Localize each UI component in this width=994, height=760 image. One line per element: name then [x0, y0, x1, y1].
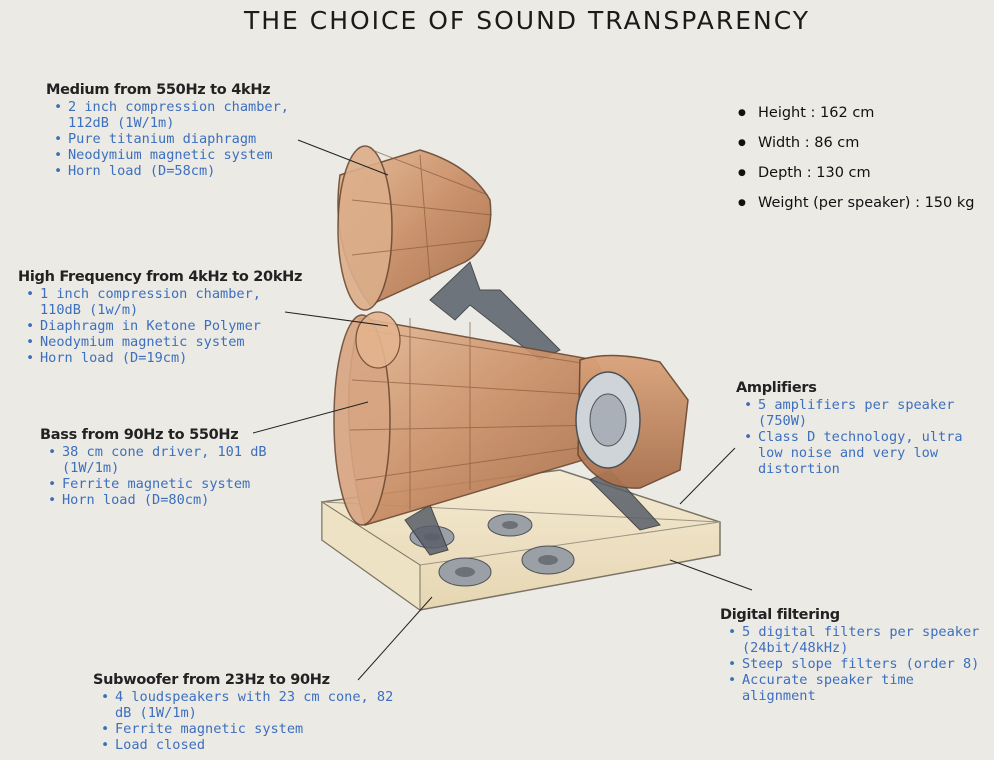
subwoofer-item: 4 loudspeakers with 23 cm cone, 82 dB (1… — [93, 689, 403, 721]
medium-item: Neodymium magnetic system — [46, 147, 306, 163]
specs-list: Height : 162 cm Width : 86 cm Depth : 13… — [736, 98, 974, 218]
medium-item: 2 inch compression chamber, 112dB (1W/1m… — [46, 99, 306, 131]
page-title: THE CHOICE OF SOUND TRANSPARENCY — [243, 6, 811, 35]
bass-item: 38 cm cone driver, 101 dB (1W/1m) — [40, 444, 272, 476]
bass-horn — [333, 314, 610, 526]
high-frequency-item: Diaphragm in Ketone Polymer — [18, 318, 286, 334]
digital-filtering-heading: Digital filtering — [720, 607, 840, 623]
high-frequency-item: Neodymium magnetic system — [18, 334, 286, 350]
amplifiers-item: 5 amplifiers per speaker (750W) — [736, 397, 968, 429]
medium-section: Medium from 550Hz to 4kHz 2 inch compres… — [46, 82, 306, 179]
spec-width: Width : 86 cm — [736, 128, 974, 158]
digital-filtering-item: Steep slope filters (order 8) — [720, 656, 984, 672]
stands — [404, 261, 661, 556]
high-frequency-item: 1 inch compression chamber, 110dB (1w/m) — [18, 286, 286, 318]
medium-horn — [337, 145, 493, 311]
medium-item: Pure titanium diaphragm — [46, 131, 306, 147]
bass-item: Ferrite magnetic system — [40, 476, 272, 492]
amplifiers-item: Class D technology, ultra low noise and … — [736, 429, 968, 477]
subwoofer-item: Load closed — [93, 737, 403, 753]
leader-lines — [252, 139, 753, 681]
high-frequency-horn — [355, 311, 401, 369]
digital-filtering-section: Digital filtering 5 digital filters per … — [720, 607, 984, 704]
medium-heading: Medium from 550Hz to 4kHz — [46, 82, 271, 98]
subwoofer-heading: Subwoofer from 23Hz to 90Hz — [93, 672, 330, 688]
spec-weight: Weight (per speaker) : 150 kg — [736, 188, 974, 218]
digital-filtering-item: 5 digital filters per speaker (24bit/48k… — [720, 624, 984, 656]
spec-height: Height : 162 cm — [736, 98, 974, 128]
spec-depth: Depth : 130 cm — [736, 158, 974, 188]
subwoofer-item: Ferrite magnetic system — [93, 721, 403, 737]
bass-item: Horn load (D=80cm) — [40, 492, 272, 508]
amplifiers-heading: Amplifiers — [736, 380, 817, 396]
bass-section: Bass from 90Hz to 550Hz 38 cm cone drive… — [40, 427, 272, 508]
subwoofer-section: Subwoofer from 23Hz to 90Hz 4 loudspeake… — [93, 672, 403, 753]
medium-item: Horn load (D=58cm) — [46, 163, 306, 179]
rear-driver — [575, 354, 689, 489]
bass-heading: Bass from 90Hz to 550Hz — [40, 427, 239, 443]
amplifiers-section: Amplifiers 5 amplifiers per speaker (750… — [736, 380, 968, 477]
high-frequency-item: Horn load (D=19cm) — [18, 350, 286, 366]
high-frequency-heading: High Frequency from 4kHz to 20kHz — [18, 269, 303, 285]
high-frequency-section: High Frequency from 4kHz to 20kHz 1 inch… — [18, 269, 303, 366]
digital-filtering-item: Accurate speaker time alignment — [720, 672, 984, 704]
